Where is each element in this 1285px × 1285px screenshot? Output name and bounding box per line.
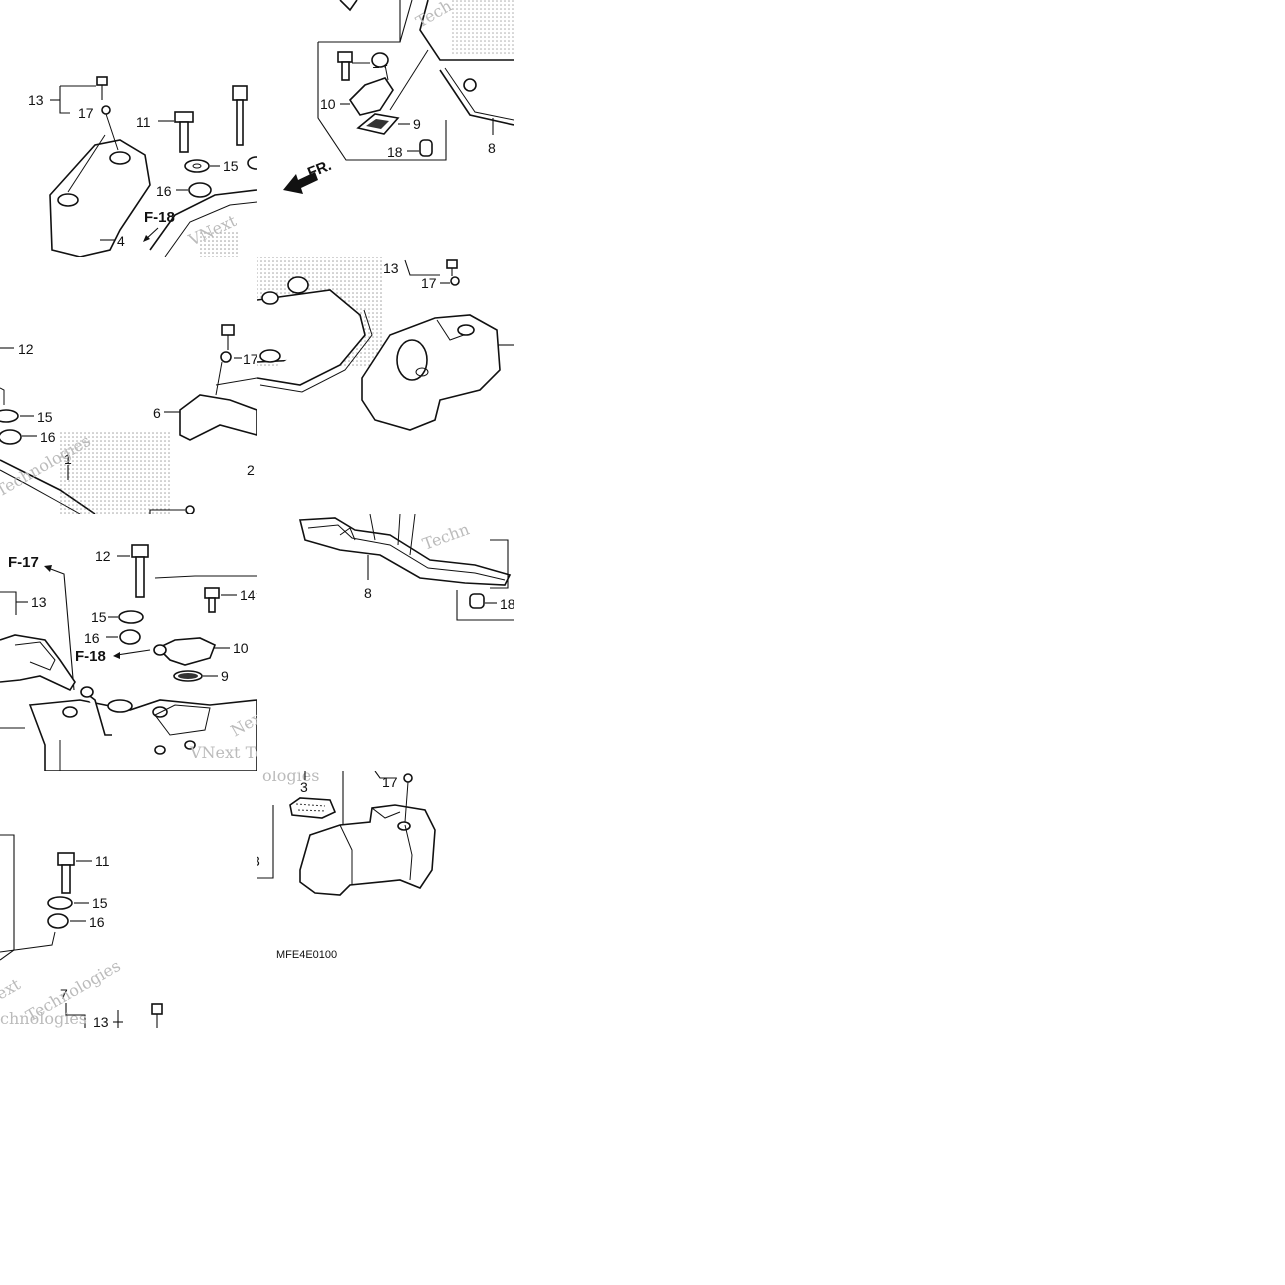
tile-6: 8 18 Techn — [298, 514, 516, 621]
front-label: FR. — [305, 157, 334, 182]
label-6: 6 — [153, 405, 161, 421]
label-17c: 17 — [421, 275, 437, 291]
label-17b: 17 — [243, 351, 259, 367]
label-8b: 8 — [364, 585, 372, 601]
label-16c: 16 — [84, 630, 100, 646]
tile-9: 11 15 16 7 13 ext chnologies Technologie… — [0, 834, 163, 1030]
tile-3: 12 15 16 1 17 6 2 Technologies — [0, 324, 259, 514]
label-13: 13 — [28, 92, 44, 108]
label-3b: 3 — [252, 853, 260, 869]
watermark-5: VNext Tec — [189, 743, 273, 762]
label-11b: 11 — [95, 853, 110, 869]
tile-2: 14 10 9 18 8 FR. — [283, 0, 514, 194]
watermark-6: ologies — [262, 766, 319, 785]
ref-f18: F-18 — [144, 209, 175, 226]
tile-7: F-17 13 12 15 16 14 5 10 F-18 — [0, 544, 273, 771]
washer-15-shape — [184, 159, 210, 173]
watermark-8: chnologies — [0, 1009, 87, 1028]
bolt-11-shape — [174, 111, 194, 153]
label-5: 5 — [262, 594, 270, 610]
ref-f18b: F-18 — [75, 648, 106, 665]
label-10b: 10 — [233, 640, 249, 656]
cover-large-shape — [361, 314, 514, 431]
label-9b: 9 — [221, 668, 229, 684]
label-13b: 13 — [383, 260, 399, 276]
label-12b: 12 — [95, 548, 111, 564]
bolt-13-shape — [96, 76, 111, 115]
joint-10-shape — [348, 52, 394, 116]
label-3: 3 — [300, 779, 308, 795]
head-cover-8-shape — [389, 0, 514, 126]
watermark-7: ext — [0, 974, 24, 1003]
bolt-14-shape — [337, 51, 353, 81]
label-16: 16 — [156, 183, 172, 199]
label-15: 15 — [223, 158, 239, 174]
label-10: 10 — [320, 96, 336, 112]
label-15d: 15 — [92, 895, 108, 911]
label-15c: 15 — [91, 609, 107, 625]
tile-4: 13 17 — [257, 257, 514, 431]
label-17: 17 — [78, 105, 94, 121]
cover-6-shape — [179, 361, 257, 441]
label-11: 11 — [136, 114, 151, 130]
label-12: 12 — [18, 341, 34, 357]
label-2: 2 — [247, 462, 255, 478]
label-16b: 16 — [40, 429, 56, 445]
label-14b: 14 — [240, 587, 256, 603]
cap-18-shape — [419, 139, 433, 157]
label-4: 4 — [117, 233, 125, 249]
label-13d: 13 — [93, 1014, 109, 1030]
tile-1: 13 17 4 11 15 16 — [28, 76, 257, 257]
label-18b: 18 — [500, 596, 516, 612]
tile-8: ologies 3 17 3 MFE4E0100 — [252, 766, 436, 961]
ref-f17: F-17 — [8, 554, 39, 571]
diagram-code: MFE4E0100 — [276, 949, 337, 961]
cover-4-shape — [49, 113, 151, 257]
grommet-16-shape — [188, 182, 212, 198]
cover-3-shape — [299, 781, 436, 896]
cylinder-head-shape — [0, 686, 257, 771]
label-8: 8 — [488, 140, 496, 156]
bolt-11b-shape — [57, 852, 75, 894]
label-18: 18 — [387, 144, 403, 160]
label-17d: 17 — [382, 774, 398, 790]
label-7: 7 — [60, 986, 68, 1002]
bolt-12-shape — [131, 544, 149, 598]
front-arrow-icon — [283, 172, 318, 194]
watermark-9: Techn — [420, 519, 472, 553]
label-16d: 16 — [89, 914, 105, 930]
label-9: 9 — [413, 116, 421, 132]
label-1: 1 — [64, 451, 72, 467]
label-15b: 15 — [37, 409, 53, 425]
label-13c: 13 — [31, 594, 47, 610]
